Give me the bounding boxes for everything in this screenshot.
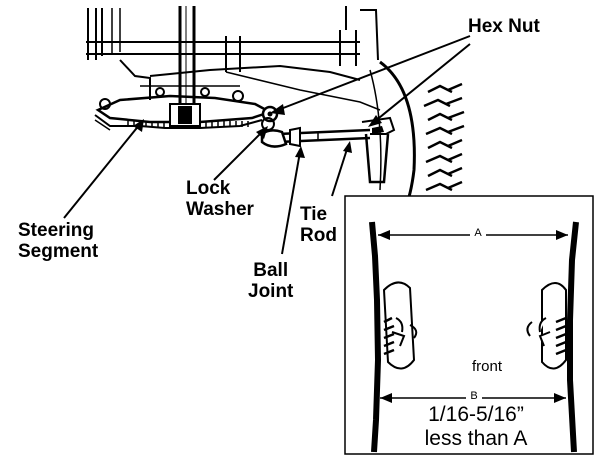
hex-nut-label-text: Hex Nut [468, 16, 540, 37]
dimension-a-label: A [470, 227, 486, 239]
right-straightedge [567, 221, 579, 453]
lock-washer-leader [213, 129, 265, 181]
tie-rod-line1: Tie [300, 204, 328, 225]
mower-steering-assembly [86, 6, 416, 232]
ball-joint-leader [281, 151, 301, 255]
front-label: front [452, 358, 522, 375]
hex-nut-label: Hex Nut [468, 16, 540, 37]
left-straightedge [369, 221, 382, 453]
right-wheel [526, 282, 567, 370]
lock-washer-line2: Washer [186, 199, 254, 220]
ball-joint-line2: Joint [248, 281, 294, 302]
hex-nut-leader [277, 35, 471, 111]
tire-tread [423, 82, 465, 206]
ball-joint-line1: Ball [253, 260, 289, 281]
leader-lines [63, 35, 471, 255]
lock-washer-line1: Lock [186, 178, 231, 199]
left-wheel [382, 281, 418, 370]
hex-nut-leader-2 [373, 43, 471, 123]
toe-in-note-line1: 1/16-5/16” [428, 403, 524, 426]
toe-in-inset [344, 195, 594, 455]
toe-in-note-line2: less than A [424, 427, 528, 450]
front-text: front [471, 358, 502, 375]
lock-washer-label: Lock Washer [186, 178, 254, 220]
tie-rod-leader [331, 145, 349, 197]
tie-rod-label: Tie Rod [300, 204, 337, 246]
ball-joint-label: Ball Joint [248, 260, 293, 302]
steering-segment-label: Steering Segment [18, 220, 98, 262]
steering-segment-line2: Segment [18, 241, 99, 262]
dimension-b-label: B [466, 390, 482, 402]
dimension-a-text: A [474, 227, 482, 239]
dimension-b-text: B [470, 390, 478, 402]
tie-rod-line2: Rod [300, 225, 337, 246]
toe-in-note: 1/16-5/16” less than A [380, 403, 572, 451]
steering-segment-leader [63, 123, 141, 219]
steering-segment-line1: Steering [18, 220, 95, 241]
